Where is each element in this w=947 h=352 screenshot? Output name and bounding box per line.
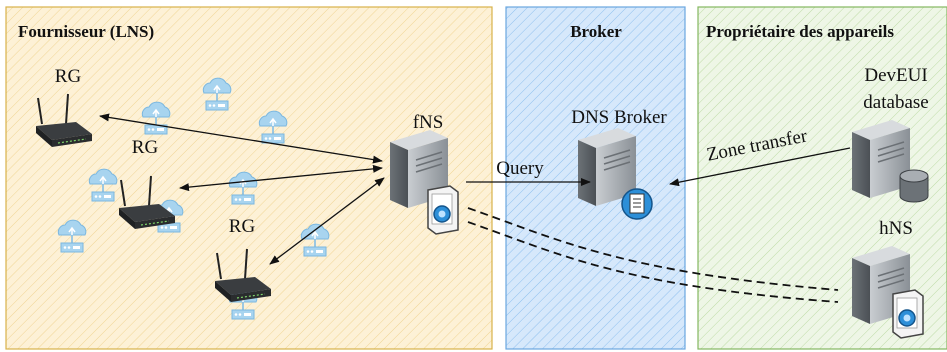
fns-label: fNS: [413, 112, 444, 133]
hns-label: hNS: [879, 218, 913, 239]
broker-title: Broker: [570, 22, 622, 41]
provider-title: Fournisseur (LNS): [18, 22, 154, 41]
owner-title: Propriétaire des appareils: [706, 22, 894, 41]
rg-label: RG: [132, 137, 159, 158]
document-icon: [621, 188, 653, 220]
rg-label: RG: [55, 66, 82, 87]
zone-transfer-edge: [669, 147, 851, 187]
tunnel-line-upper: [467, 207, 839, 291]
database-icon: [899, 169, 929, 203]
query-label: Query: [496, 158, 544, 179]
rg1-fns-link: [99, 113, 383, 164]
certificate-icon: [427, 185, 459, 235]
rg-label: RG: [229, 216, 256, 237]
certificate-icon: [892, 289, 924, 339]
tunnel-line-lower: [467, 221, 839, 303]
dns-broker-label: DNS Broker: [571, 107, 667, 128]
deveui-label-line1: DevEUI: [864, 65, 927, 86]
rg3-fns-link: [269, 177, 385, 265]
deveui-label-line2: database: [863, 92, 928, 113]
